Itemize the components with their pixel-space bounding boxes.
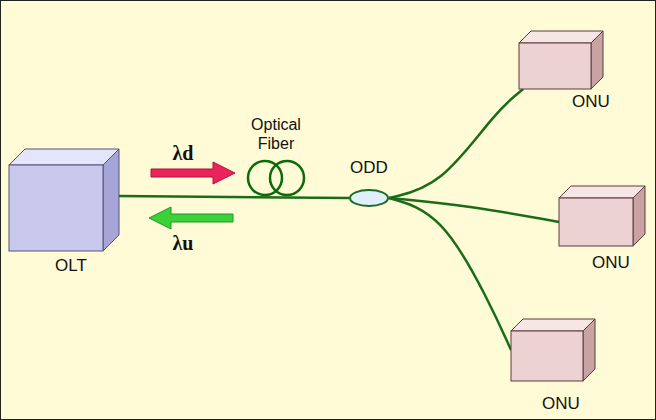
shape-outline	[519, 31, 603, 89]
shape-outline	[559, 186, 645, 246]
shape-outline	[349, 189, 389, 207]
shape-svg	[349, 189, 389, 207]
node-label: ONU	[592, 254, 630, 273]
fiber-link	[389, 198, 559, 222]
ellipse-shape	[350, 190, 388, 206]
node-label: OLT	[55, 257, 87, 276]
shape-svg	[9, 149, 119, 251]
fiber-label: Optical Fiber	[236, 115, 316, 153]
node-label: ODD	[350, 159, 388, 178]
onu-unit: ONU	[519, 31, 603, 89]
shape-outline	[9, 149, 119, 251]
fiber-coil	[248, 161, 282, 195]
fiber-coil	[270, 161, 304, 195]
shape-svg	[511, 319, 595, 381]
shape-outline	[511, 319, 595, 381]
olt-unit: OLT	[9, 149, 119, 251]
distribution-device: ODD	[349, 189, 389, 207]
node-label: ONU	[542, 395, 580, 414]
box-shape	[519, 31, 603, 89]
wavelength-label: λd	[173, 141, 194, 165]
shape-svg	[559, 186, 645, 246]
fiber-link	[389, 198, 511, 350]
onu-unit: ONU	[559, 186, 645, 246]
upstream-arrow	[149, 207, 233, 229]
downstream-arrow	[151, 162, 235, 184]
fiber-link	[119, 196, 349, 198]
wavelength-label: λu	[173, 231, 194, 255]
node-label: ONU	[572, 93, 610, 112]
box-shape	[511, 319, 595, 381]
shape-svg	[519, 31, 603, 89]
box-shape	[559, 186, 645, 246]
box-shape	[9, 149, 119, 251]
fiber-link	[389, 89, 523, 198]
onu-unit: ONU	[511, 319, 595, 381]
